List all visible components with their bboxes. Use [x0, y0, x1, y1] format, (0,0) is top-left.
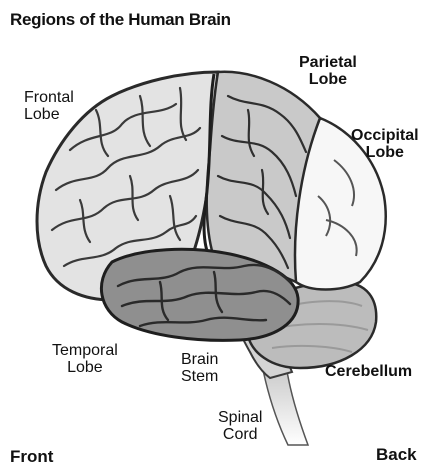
temporal-lobe-label: Temporal Lobe — [52, 343, 118, 377]
cerebellum-label: Cerebellum — [325, 364, 412, 381]
back-label: Back — [376, 446, 417, 464]
temporal-label-line2: Lobe — [52, 360, 118, 377]
spinal-cord-label: Spinal Cord — [218, 410, 262, 444]
diagram-title: Regions of the Human Brain — [10, 11, 231, 29]
frontal-lobe-label: Frontal Lobe — [24, 90, 74, 124]
temporal-label-line1: Temporal — [52, 343, 118, 360]
occipital-label-line1: Occipital — [351, 128, 419, 145]
parietal-label-line2: Lobe — [299, 72, 357, 89]
frontal-label-line1: Frontal — [24, 90, 74, 107]
parietal-label-line1: Parietal — [299, 55, 357, 72]
brain-stem-label-line1: Brain — [181, 352, 218, 369]
brain-stem-label-line2: Stem — [181, 369, 218, 386]
occipital-label-line2: Lobe — [351, 145, 419, 162]
frontal-label-line2: Lobe — [24, 107, 74, 124]
spinal-cord-label-line2: Cord — [218, 427, 262, 444]
parietal-lobe-label: Parietal Lobe — [299, 55, 357, 89]
brain-stem-label: Brain Stem — [181, 352, 218, 386]
spinal-cord-label-line1: Spinal — [218, 410, 262, 427]
occipital-lobe-label: Occipital Lobe — [351, 128, 419, 162]
front-label: Front — [10, 448, 53, 466]
